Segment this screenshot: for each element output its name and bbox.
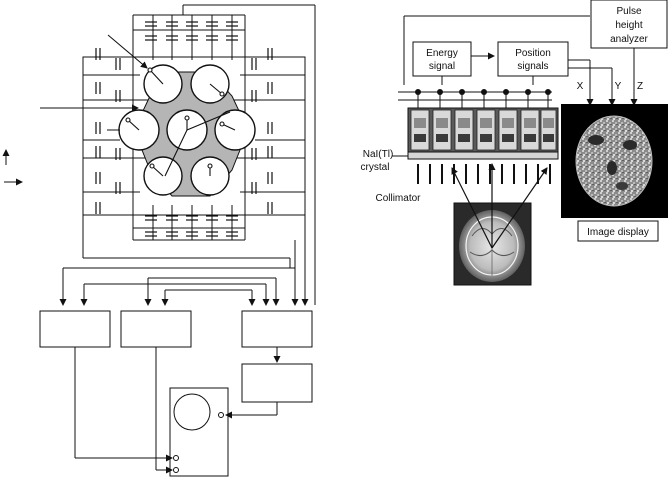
position-signals-label-line1: Position <box>515 48 551 59</box>
collimator-label: Collimator <box>375 193 421 204</box>
axis-z-label: Z <box>637 81 643 92</box>
position-signals-box: Position signals <box>497 41 569 77</box>
axis-y-label: Y <box>615 81 622 92</box>
energy-summing-box <box>241 310 313 348</box>
energy-signal-label-line2: signal <box>429 61 455 72</box>
crt-screen <box>173 393 211 431</box>
pulse-height-label-line2: height <box>615 20 642 31</box>
collimator-bars <box>417 164 551 184</box>
image-display-label: Image display <box>587 227 649 238</box>
energy-signal-label-line1: Energy <box>426 48 458 59</box>
nai-crystal-slab <box>407 151 559 160</box>
position-signals-label-line2: signals <box>517 61 548 72</box>
crystal-label-line1: NaI(Tl) <box>363 149 394 160</box>
capacitors-right <box>251 48 273 214</box>
crystal-label-line2: crystal <box>361 162 390 173</box>
pulse-height-label-line1: Pulse <box>616 6 641 17</box>
axis-x-label: X <box>577 81 584 92</box>
anger-camera-schematic <box>2 4 316 477</box>
capacitors-left <box>95 48 121 214</box>
summing-amplifier-box-1 <box>39 310 111 348</box>
pmt-row <box>407 89 559 153</box>
pulse-height-analyzer: Pulse height analyzer <box>590 0 668 49</box>
image-display-screen <box>561 104 668 218</box>
energy-signal-box: Energy signal <box>412 41 472 77</box>
pulse-height-analyzer-box <box>241 363 313 403</box>
image-display-caption: Image display <box>577 220 659 242</box>
gamma-camera-block-diagram: Energy signal Position signals Pulse hei… <box>361 0 668 286</box>
summing-amplifier-box-2 <box>120 310 192 348</box>
pulse-height-label-line3: analyzer <box>610 34 648 45</box>
